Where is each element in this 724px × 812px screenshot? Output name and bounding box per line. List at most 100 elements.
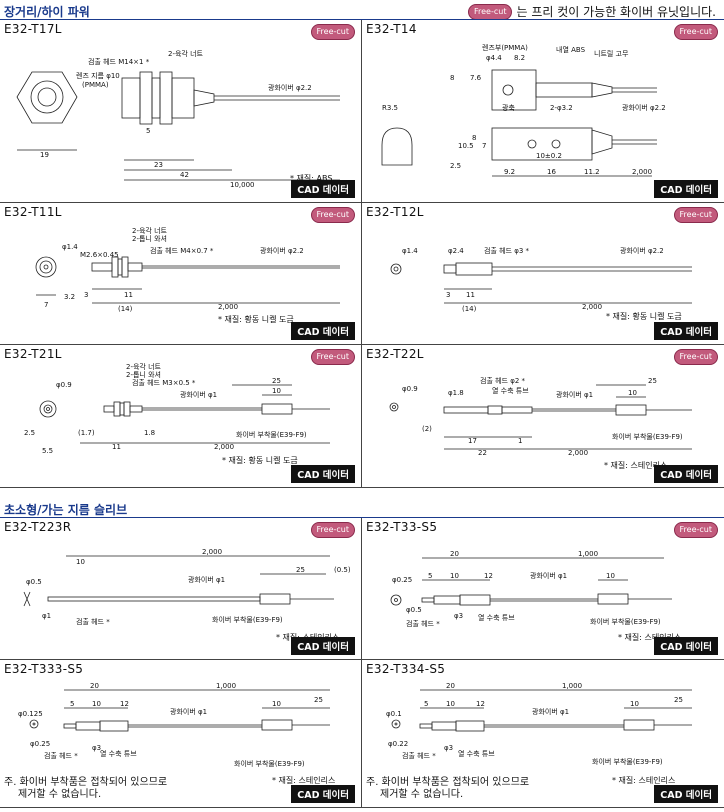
dim-10b: 10: [272, 700, 281, 708]
drawing-e32-t12l: φ1.4 φ2.4 검출 헤드 φ3 * 광화이버 φ2.2 3 11 (14)…: [390, 246, 692, 313]
cad-data-button[interactable]: CAD 데이터: [654, 180, 718, 198]
drawing-e32-t14: 8 7.6 10.5 8 7 2.5 9.2 16 11.2 2,000 렌즈부…: [381, 43, 666, 177]
dim-25: 25: [296, 566, 305, 574]
dim-1000: 1,000: [562, 682, 582, 690]
panel-e32-t223r: E32-T223R Free-cut φ0.5 φ1 검출 헤드 * 광화이버 …: [0, 518, 362, 660]
footnote-line-2: 제거할 수 없습니다.: [18, 789, 102, 800]
dim-10: 10: [446, 700, 455, 708]
cad-data-button[interactable]: CAD 데이터: [291, 322, 355, 340]
dim-3: 3: [446, 291, 450, 299]
dim-7: 7: [44, 301, 48, 309]
label-d0-25: φ0.25: [30, 740, 50, 748]
drawing-e32-t22l: φ0.9 검출 헤드 φ2 * φ1.8 열 수축 튜브 광화이버 φ1 화이버…: [389, 376, 692, 457]
label-d2-4: φ2.4: [448, 247, 464, 255]
dim-5: 5: [424, 700, 428, 708]
dim-7: 7: [482, 142, 486, 150]
free-cut-legend: Free-cut 는 프리 컷이 가능한 화이버 유닛입니다.: [468, 3, 716, 20]
footnote: 주. 화이버 부착품은 접착되어 있으므로 제거할 수 없습니다.: [366, 777, 529, 801]
free-cut-badge: Free-cut: [673, 24, 718, 40]
label-r3-5: R3.5: [382, 104, 398, 112]
model-name: E32-T334-S5: [366, 662, 446, 676]
dim-19: 19: [40, 151, 49, 159]
dim-2-5: 2.5: [24, 429, 35, 437]
panel-e32-t22l: E32-T22L Free-cut φ0.9 검출 헤드 φ2 * φ1.8 열…: [362, 345, 724, 488]
dim-5: 5: [70, 700, 74, 708]
drawing-e32-t334-s5: φ0.1 φ0.22 φ3 검출 헤드 * 열 수축 튜브 광화이버 φ1 화이…: [386, 682, 692, 766]
label-d1-4: φ1.4: [62, 243, 78, 251]
drawing-e32-t21l: φ0.9 2-육각 너트 2-톱니 와셔 검출 헤드 M3×0.5 * 광화이버…: [24, 362, 330, 455]
dim-2000: 2,000: [214, 443, 234, 451]
dim-12: 12: [476, 700, 485, 708]
dim-1000: 1,000: [578, 550, 598, 558]
dim-42: 42: [180, 171, 189, 179]
panel-e32-t14: E32-T14 Free-cut 8 7.6 10.5 8 7 2.5 9.2 …: [362, 20, 724, 203]
dim-11: 11: [466, 291, 475, 299]
label-holes: 2-φ3.2: [550, 104, 573, 112]
label-fiber: 광화이버 φ1: [556, 390, 593, 399]
label-nitrile: 니트릴 고무: [594, 49, 629, 58]
free-cut-legend-text: 는 프리 컷이 가능한 화이버 유닛입니다.: [516, 5, 716, 19]
label-head: 검출 헤드 *: [406, 619, 440, 628]
panel-e32-t334-s5: E32-T334-S5 φ0.1 φ0.22 φ3 검출 헤드 * 열 수축 튜…: [362, 660, 724, 808]
label-fiber: 광화이버 φ2.2: [620, 246, 664, 255]
label-lens: 렌즈 지름 φ10: [76, 71, 120, 80]
label-attachment: 화이버 부착물(E39-F9): [236, 430, 307, 439]
footnote: 주. 화이버 부착품은 접착되어 있으므로 제거할 수 없습니다.: [4, 777, 167, 801]
label-attachment: 화이버 부착물(E39-F9): [234, 759, 305, 768]
footnote-line-2: 제거할 수 없습니다.: [380, 789, 464, 800]
dim-10-5: 10.5: [458, 142, 474, 150]
free-cut-badge: Free-cut: [310, 24, 355, 40]
section-rule: [0, 19, 724, 20]
section-rule: [0, 517, 724, 518]
material-note: * 재질: 스테인리스: [604, 461, 668, 470]
dim-14: (14): [118, 305, 133, 313]
cad-data-button[interactable]: CAD 데이터: [291, 637, 355, 655]
dim-25: 25: [272, 377, 281, 385]
label-hex-nut: 2-육각 너트: [126, 362, 162, 371]
label-fiber: 광화이버 φ2.2: [260, 246, 304, 255]
dim-20: 20: [450, 550, 459, 558]
label-attachment: 화이버 부착물(E39-F9): [612, 432, 683, 441]
label-heat-shrink: 열 수축 튜브: [478, 613, 515, 622]
label-head: 검출 헤드 *: [76, 617, 110, 626]
material-note: * 재질: 스테인리스: [618, 633, 682, 642]
cad-data-button[interactable]: CAD 데이터: [654, 785, 718, 803]
dim-1000: 1,000: [216, 682, 236, 690]
dim-5: 5: [146, 127, 150, 135]
dim-9-2: 9.2: [504, 168, 515, 176]
label-d1-4: φ1.4: [402, 247, 418, 255]
cad-data-button[interactable]: CAD 데이터: [654, 637, 718, 655]
cad-data-button[interactable]: CAD 데이터: [654, 465, 718, 483]
label-abs: 내열 ABS: [556, 45, 586, 54]
label-d3: φ3: [444, 744, 453, 752]
dim-2: (2): [422, 425, 432, 433]
cad-data-button[interactable]: CAD 데이터: [654, 322, 718, 340]
cad-data-button[interactable]: CAD 데이터: [291, 180, 355, 198]
model-name: E32-T223R: [4, 520, 72, 534]
panel-e32-t33-s5: E32-T33-S5 Free-cut φ0.25 φ0.5 φ3 검출 헤드 …: [362, 518, 724, 660]
label-head: 검출 헤드 M3×0.5 *: [132, 378, 196, 387]
cad-data-button[interactable]: CAD 데이터: [291, 785, 355, 803]
label-d1: φ1: [42, 612, 51, 620]
cad-data-button[interactable]: CAD 데이터: [291, 465, 355, 483]
label-d3: φ3: [92, 744, 101, 752]
free-cut-badge: Free-cut: [673, 349, 718, 365]
label-head: 검출 헤드 M14×1 *: [88, 57, 150, 66]
dim-2000: 2,000: [218, 303, 238, 311]
label-d1-8: φ1.8: [448, 389, 464, 397]
label-attachment: 화이버 부착물(E39-F9): [590, 617, 661, 626]
dim-16: 16: [547, 168, 556, 176]
label-d4-4: φ4.4: [486, 54, 502, 62]
footnote-line-1: 주. 화이버 부착품은 접착되어 있으므로: [4, 777, 168, 788]
panel-e32-t333-s5: E32-T333-S5 φ0.125 φ0.25 φ3 검출 헤드 * 열 수축…: [0, 660, 362, 808]
dim-2000: 2,000: [202, 548, 222, 556]
label-d0-9: φ0.9: [402, 385, 418, 393]
drawing-e32-t11l: φ1.4 M2.6×0.45 2-육각 너트 2-톱니 와셔 검출 헤드 M4×…: [35, 226, 340, 313]
dim-1-7: (1.7): [78, 429, 95, 437]
material-note: * 재질: 황동 니켈 도금: [222, 456, 298, 465]
dim-8b: 8: [472, 134, 476, 142]
model-name: E32-T12L: [366, 205, 424, 219]
label-fiber: 광화이버 φ2.2: [268, 83, 312, 92]
label-heat-shrink: 열 수축 튜브: [492, 386, 529, 395]
dim-3: 3: [84, 291, 88, 299]
